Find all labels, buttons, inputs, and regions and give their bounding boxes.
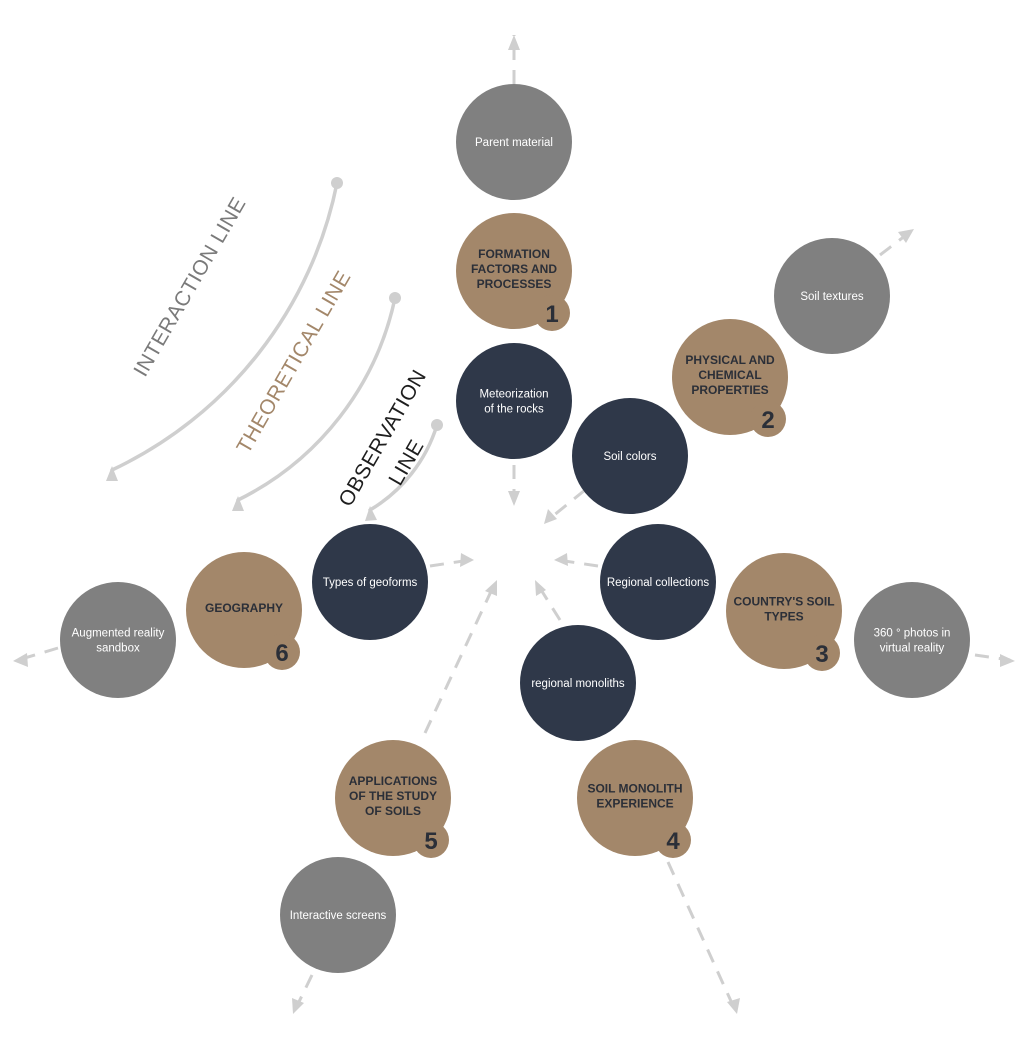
arc-endpoint <box>389 292 401 304</box>
arrowhead <box>13 653 28 667</box>
number-badge <box>264 634 300 670</box>
node-label: OF THE STUDY <box>349 789 437 803</box>
node-label: Soil textures <box>800 291 864 303</box>
observation-ring <box>368 423 439 512</box>
arrowhead <box>508 35 520 50</box>
number-badge <box>750 401 786 437</box>
node-label: CHEMICAL <box>698 368 761 382</box>
arrowhead <box>727 998 740 1014</box>
observation-node-circle <box>312 524 428 640</box>
number-badge-text: 6 <box>275 640 288 667</box>
node-label: PHYSICAL AND <box>685 353 775 367</box>
node-label: Types of geoforms <box>323 577 418 589</box>
node-label: Soil colors <box>603 451 656 463</box>
arrowhead <box>544 509 557 524</box>
number-badge-text: 2 <box>761 407 774 434</box>
arrowhead <box>535 580 546 596</box>
node-label: FORMATION <box>478 247 550 261</box>
interaction-node: Interactive screens <box>280 857 396 973</box>
arrowhead <box>365 506 377 521</box>
node-label: PROCESSES <box>477 277 552 291</box>
interaction-line-label: INTERACTION LINE <box>129 193 250 380</box>
radial-connector <box>547 488 586 522</box>
radial-connector <box>423 584 496 734</box>
observation-node: Types of geoforms <box>312 524 428 640</box>
node-label: APPLICATIONS <box>349 774 437 788</box>
node-label: FACTORS AND <box>471 262 557 276</box>
arrowhead <box>460 553 474 567</box>
interaction-ring <box>110 181 339 472</box>
arrowhead <box>232 496 244 511</box>
arrowhead <box>1000 654 1015 667</box>
node-label: GEOGRAPHY <box>205 601 283 615</box>
node-label: EXPERIENCE <box>596 797 673 811</box>
observation-node: Soil colors <box>572 398 688 514</box>
observation-line-label: OBSERVATION <box>334 366 431 511</box>
arrowhead <box>554 553 568 566</box>
observation-node-circle <box>572 398 688 514</box>
node-label: TYPES <box>764 610 803 624</box>
arc-endpoint <box>431 419 443 431</box>
number-badge <box>804 635 840 671</box>
number-badge <box>413 822 449 858</box>
arrowhead <box>292 998 304 1014</box>
arc-endpoints <box>331 177 443 431</box>
number-badge-text: 1 <box>545 301 558 328</box>
theoretical-ring <box>236 296 397 502</box>
node-label: of the rocks <box>484 404 544 416</box>
arrowhead <box>106 466 118 481</box>
number-badge-text: 5 <box>424 828 437 855</box>
line-labels: INTERACTION LINE THEORETICAL LINE OBSERV… <box>129 193 431 510</box>
theoretical-node: GEOGRAPHY 6 <box>186 552 302 670</box>
node-label: Augmented reality <box>72 628 165 640</box>
observation-node: Meteorization of the rocks <box>456 343 572 459</box>
node-label: Interactive screens <box>290 910 387 922</box>
node-label: regional monoliths <box>531 678 625 690</box>
node-label: COUNTRY'S SOIL <box>733 595 834 609</box>
radial-connector <box>666 861 737 1011</box>
arc-endpoint <box>331 177 343 189</box>
node-label: Regional collections <box>607 577 710 589</box>
observation-node: regional monoliths <box>520 625 636 741</box>
interaction-node-circle <box>60 582 176 698</box>
number-badge-text: 3 <box>815 641 828 668</box>
observation-node-circle <box>600 524 716 640</box>
observation-node-circle <box>456 343 572 459</box>
node-label: virtual reality <box>880 643 945 655</box>
node-label: Parent material <box>475 137 553 149</box>
node-label: OF SOILS <box>365 804 421 818</box>
observation-node: Regional collections <box>600 524 716 640</box>
interaction-node-circle <box>456 84 572 200</box>
node-label: 360 ° photos in <box>874 628 951 640</box>
arrowheads <box>13 35 1015 1014</box>
interaction-node: Soil textures <box>774 238 890 354</box>
node-label: PROPERTIES <box>691 383 768 397</box>
number-badge-text: 4 <box>666 828 680 855</box>
number-badge <box>534 295 570 331</box>
interaction-node-circle <box>280 857 396 973</box>
arrowhead <box>485 580 497 596</box>
node-label: Meteorization <box>479 389 548 401</box>
interaction-node-circle <box>774 238 890 354</box>
number-badge <box>655 822 691 858</box>
arrowhead <box>508 491 520 506</box>
arrowhead <box>898 229 914 243</box>
interaction-node-circle <box>854 582 970 698</box>
node-label: sandbox <box>96 643 140 655</box>
node-label: SOIL MONOLITH <box>587 782 682 796</box>
interaction-node: Parent material <box>456 84 572 200</box>
interaction-node: 360 ° photos in virtual reality <box>854 582 970 698</box>
interaction-node: Augmented reality sandbox <box>60 582 176 698</box>
observation-node-circle <box>520 625 636 741</box>
connector-arcs <box>110 181 439 512</box>
